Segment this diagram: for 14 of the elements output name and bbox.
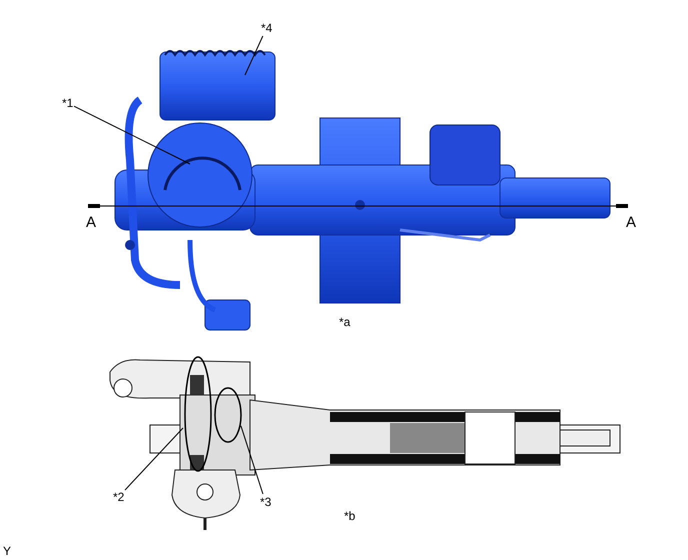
figure-code: Y xyxy=(3,544,12,558)
view-label: *a xyxy=(339,315,350,329)
view-label: *b xyxy=(344,509,356,523)
leader-line xyxy=(244,36,264,76)
leader-line xyxy=(240,425,264,494)
callout-number: *1 xyxy=(62,96,74,110)
leader-line xyxy=(74,106,190,164)
callout-number: *3 xyxy=(260,495,272,509)
highlight-ellipse xyxy=(184,356,212,472)
highlight-ellipse xyxy=(214,387,242,443)
callout-number: *2 xyxy=(113,490,124,504)
section-letter: A xyxy=(626,214,636,231)
section-letter: A xyxy=(86,214,96,231)
callout-number: *4 xyxy=(261,21,272,35)
